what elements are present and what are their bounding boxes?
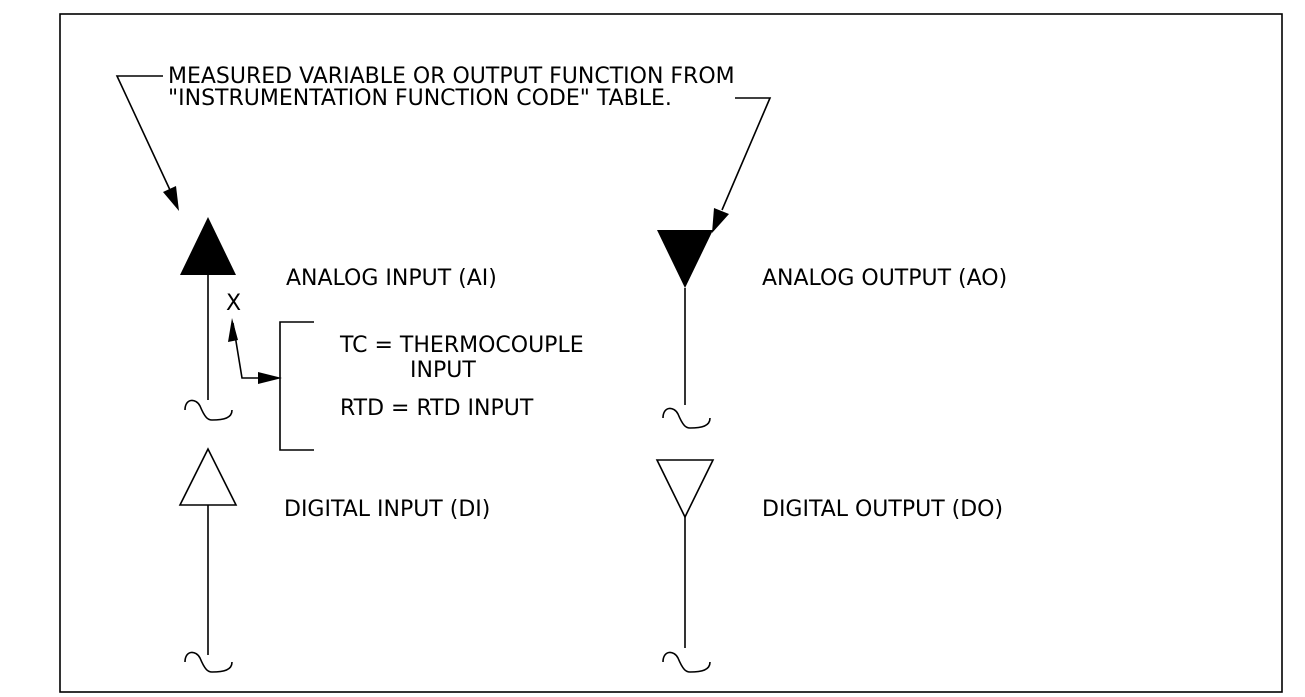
analog-input-label: ANALOG INPUT (AI) bbox=[286, 266, 497, 291]
modifier-tc-line-2: INPUT bbox=[410, 358, 476, 383]
digital-input-triangle bbox=[178, 447, 238, 506]
analog-output-triangle bbox=[657, 230, 713, 288]
modifier-bracket bbox=[279, 321, 314, 451]
digital-output-label: DIGITAL OUTPUT (DO) bbox=[762, 497, 1003, 522]
analog-input-triangle bbox=[180, 217, 236, 275]
diagram-border bbox=[59, 13, 1283, 693]
modifier-leader-line bbox=[232, 322, 264, 379]
digital-input-label: DIGITAL INPUT (DI) bbox=[284, 497, 490, 522]
digital-output-break-icon bbox=[662, 651, 711, 673]
digital-output-triangle bbox=[655, 459, 715, 519]
analog-output-label: ANALOG OUTPUT (AO) bbox=[762, 266, 1007, 291]
callout-line-2: "INSTRUMENTATION FUNCTION CODE" TABLE. bbox=[168, 86, 672, 111]
analog-output-break-icon bbox=[662, 407, 711, 429]
digital-input-break-icon bbox=[184, 651, 233, 673]
modifier-x-marker: X bbox=[226, 291, 241, 316]
modifier-arrowhead-right bbox=[258, 372, 282, 384]
callout-line-1: MEASURED VARIABLE OR OUTPUT FUNCTION FRO… bbox=[168, 64, 735, 89]
leader-arrowhead-left bbox=[163, 186, 179, 211]
leader-arrowhead-right bbox=[712, 208, 729, 233]
modifier-arrowhead-up bbox=[228, 318, 238, 342]
leader-line-right bbox=[721, 97, 772, 211]
analog-input-break-icon bbox=[184, 399, 233, 421]
modifier-rtd-line: RTD = RTD INPUT bbox=[340, 396, 534, 421]
leader-line-left bbox=[115, 75, 171, 191]
modifier-tc-line-1: TC = THERMOCOUPLE bbox=[339, 333, 584, 358]
